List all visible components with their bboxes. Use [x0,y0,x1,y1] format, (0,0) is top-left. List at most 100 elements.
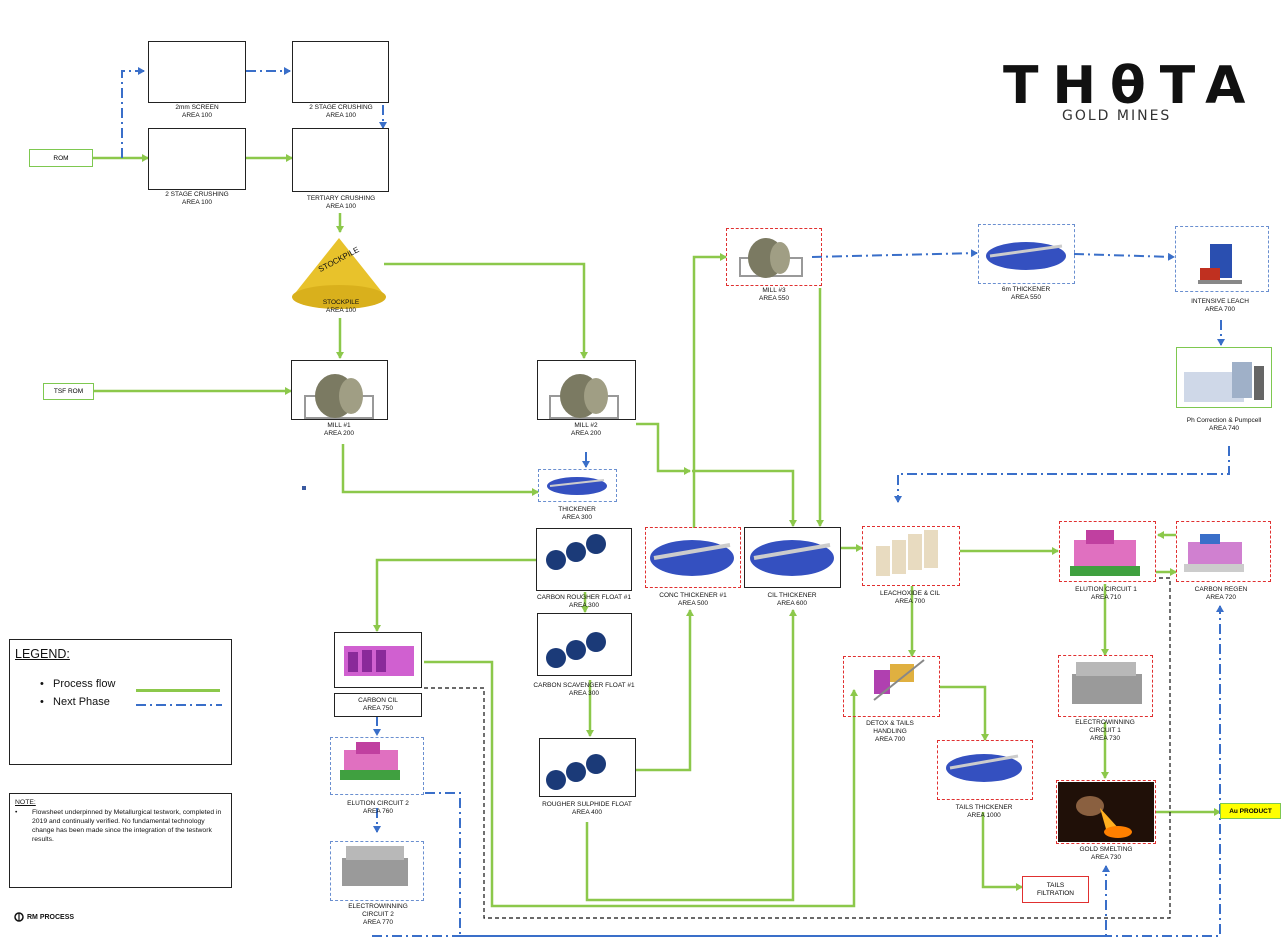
mill2-drum-icon [549,374,619,419]
elution2-plant-icon [340,742,400,780]
node-tails-thickener[interactable] [937,740,1033,800]
node-conc-thickener[interactable] [645,527,741,588]
conc-thickener-disc-icon [650,540,734,576]
tails-filtration-box[interactable]: TAILS FILTRATION [1022,876,1089,903]
black-carboncil-loop [424,577,1171,919]
tsf-rom-input-box[interactable]: TSF ROM [43,383,94,400]
intensive-leach-tank-icon [1198,244,1242,284]
node-gold-smelting[interactable] [1056,780,1156,844]
node-electrowinning-1[interactable] [1058,655,1153,717]
mill3-drum-icon [739,238,803,278]
leach-tanks-icon [876,530,938,576]
carbon-cil-plant-icon [344,646,414,676]
node-detox[interactable] [843,656,940,717]
flow-conc-to-mill3 [692,253,727,528]
node-carbon-regen[interactable] [1176,521,1271,582]
next-rom-screen [121,67,145,158]
note-box: NOTE: • Flowsheet underpinned by Metallu… [9,793,232,888]
node-electrowinning-2[interactable] [330,841,424,901]
tails-thickener-disc-icon [946,754,1022,782]
flow-sulphide-cil [585,609,797,902]
node-6m-thickener[interactable] [978,224,1075,284]
node-elution-circuit-1[interactable] [1059,521,1156,582]
elution1-plant-icon [1070,530,1140,576]
cil-thickener-disc-icon [750,540,834,576]
node-rougher-sulphide-float[interactable] [539,738,636,797]
legend-box: LEGEND: • Process flow • Next Phase [9,639,232,765]
node-thickener[interactable] [538,469,617,502]
stray-marker [302,486,306,490]
node-2-stage-crushing[interactable] [148,128,246,190]
ph-correction-plant-icon [1184,362,1264,402]
flow-to-cil-thickener [692,469,797,527]
node-leach-cil[interactable] [862,526,960,586]
node-mill-3[interactable] [726,228,822,286]
legend-next-phase-label: • Next Phase [40,696,110,708]
node-2-stage-crushing-top[interactable] [292,41,389,103]
mill1-drum-icon [304,374,374,419]
next-6m-leach [1073,252,1175,261]
node-elution-circuit-2[interactable] [330,737,424,795]
flow-sulphide-conc [636,609,694,772]
node-ph-correction[interactable] [1176,347,1272,408]
next-bottom-smelt [372,865,1110,937]
flow-carboncil-loop [424,660,858,908]
node-2mm-screen[interactable] [148,41,246,103]
node-carbon-scavenger-float[interactable] [537,613,632,676]
node-carbon-cil[interactable] [334,632,422,688]
carbon-regen-plant-icon [1184,534,1244,572]
rom-input-box[interactable]: ROM [29,149,93,167]
next-phase-lines [121,67,1230,937]
theta-logo-text: THθTA [1003,56,1260,116]
label-carbon-cil-box [334,693,422,717]
legend-process-flow-label: • Process flow [40,678,116,690]
legend-title: LEGEND: [15,647,70,661]
node-cil-thickener[interactable] [744,527,841,588]
node-mill-1[interactable] [291,360,388,420]
node-mill-2[interactable] [537,360,636,420]
process-flow-lines [92,154,1221,908]
note-text: Flowsheet underpinned by Metallurgical t… [32,809,222,843]
thickener-disc-icon [547,477,607,495]
flow-tails-filtration [981,812,1023,891]
node-stockpile[interactable] [288,233,388,297]
au-product-box[interactable]: Au PRODUCT [1220,803,1281,819]
thickener6m-disc-icon [986,242,1066,270]
node-intensive-leach[interactable] [1175,226,1269,292]
next-elution2-bottom [425,605,1224,937]
node-tertiary-crushing[interactable] [292,128,389,192]
theta-logo-subtitle: GOLD MINES [1062,108,1172,124]
scavenger-float-cells-icon [546,632,606,668]
electrowinning2-cell-icon [342,846,408,886]
note-bullet: • [15,809,18,816]
rm-process-footer: RM PROCESS [14,912,74,922]
dashed-black-lines [424,577,1171,919]
gold-smelting-image-icon [1058,782,1154,842]
next-ph-return [894,446,1230,503]
node-carbon-rougher-float[interactable] [536,528,632,591]
detox-plant-icon [873,659,925,701]
